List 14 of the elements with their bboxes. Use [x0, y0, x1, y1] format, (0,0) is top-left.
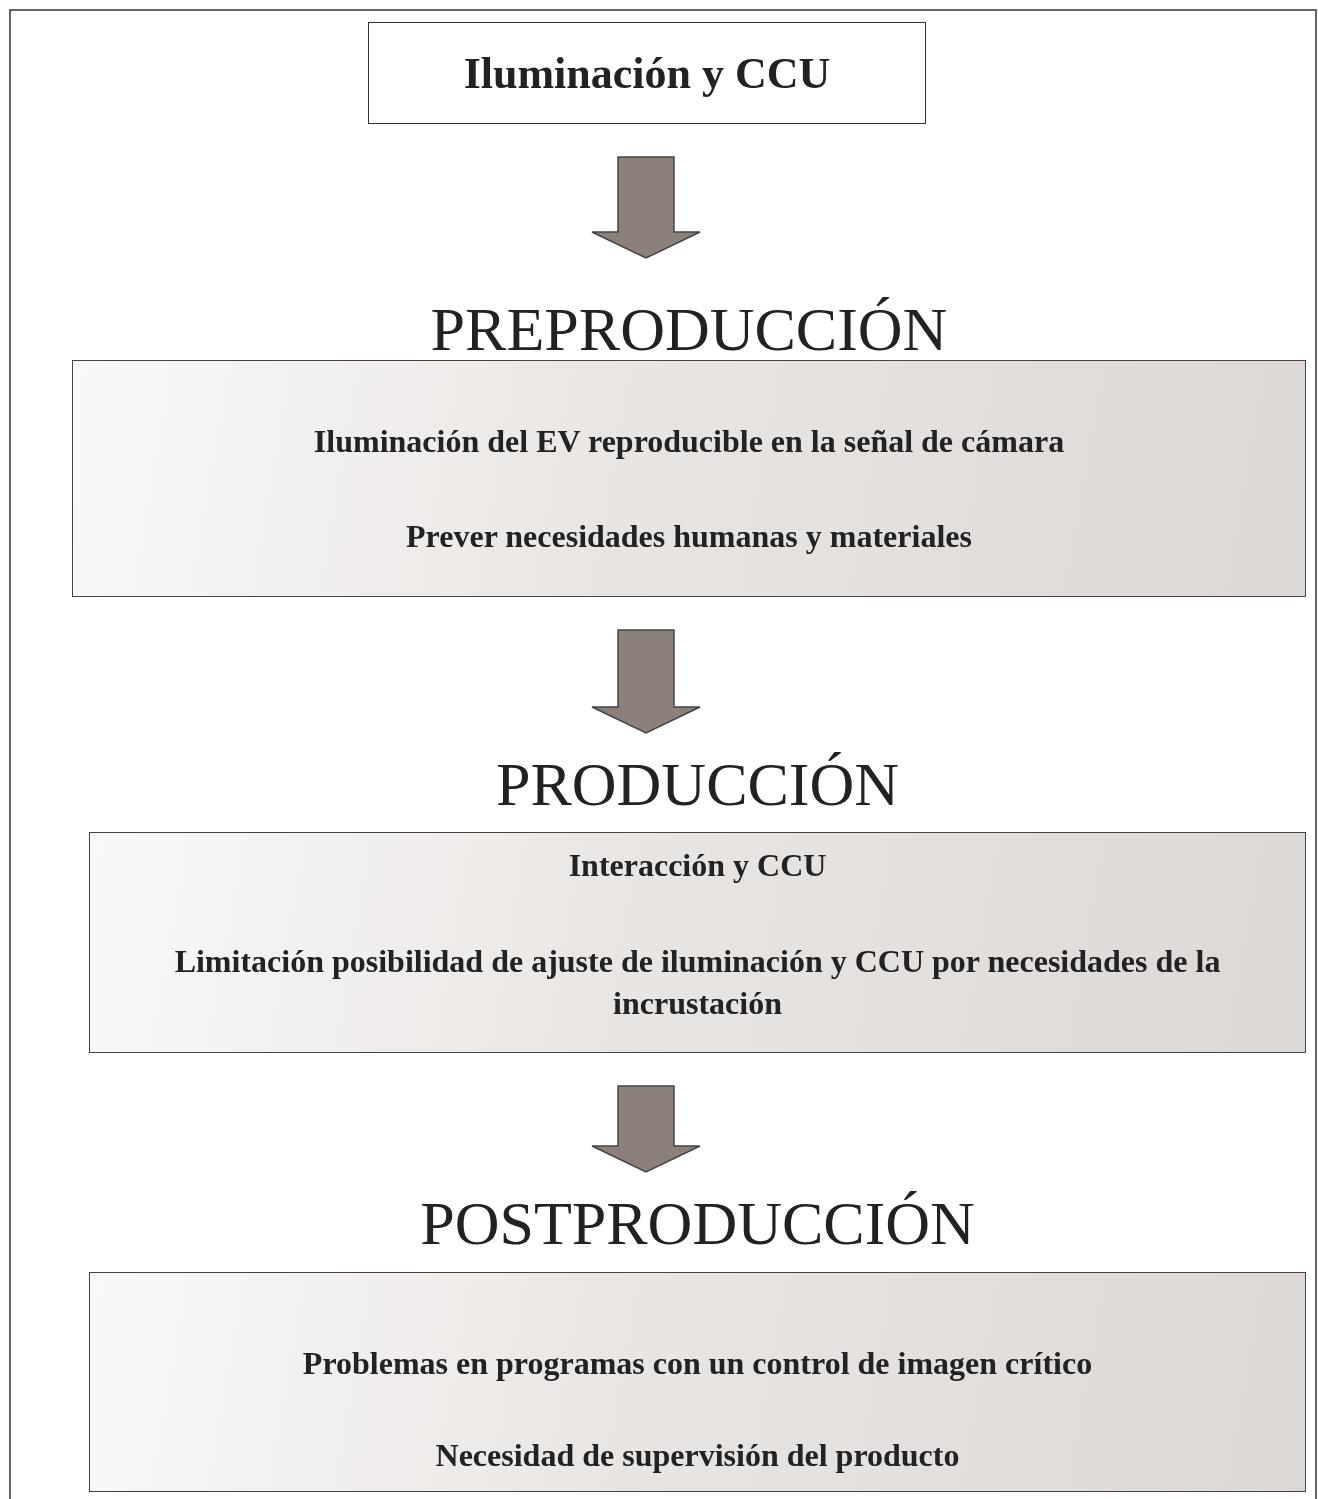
box-label: Iluminación y CCU [463, 47, 831, 99]
stage-note: Interacción y CCU [567, 846, 828, 885]
stage-heading: POSTPRODUCCIÓN [419, 1192, 976, 1254]
stage-note: Necesidad de supervisión del producto [434, 1436, 961, 1475]
stage-note: Prever necesidades humanas y materiales [405, 517, 973, 556]
block-arrow [591, 1085, 701, 1173]
process-box [368, 22, 926, 124]
block-arrow [591, 629, 701, 734]
stage-note: Iluminación del EV reproducible en la señal de cámara [312, 422, 1066, 461]
stage-note: Problemas en programas con un control de imagen crítico [301, 1344, 1094, 1383]
block-arrow [591, 156, 701, 259]
stage-note: Limitación posibilidad de ajuste de iluminación y CCU por necesidades de la incrustación [173, 942, 1222, 1023]
stage-heading: PREPRODUCCIÓN [429, 298, 949, 360]
stage-heading: PRODUCCIÓN [494, 753, 901, 815]
